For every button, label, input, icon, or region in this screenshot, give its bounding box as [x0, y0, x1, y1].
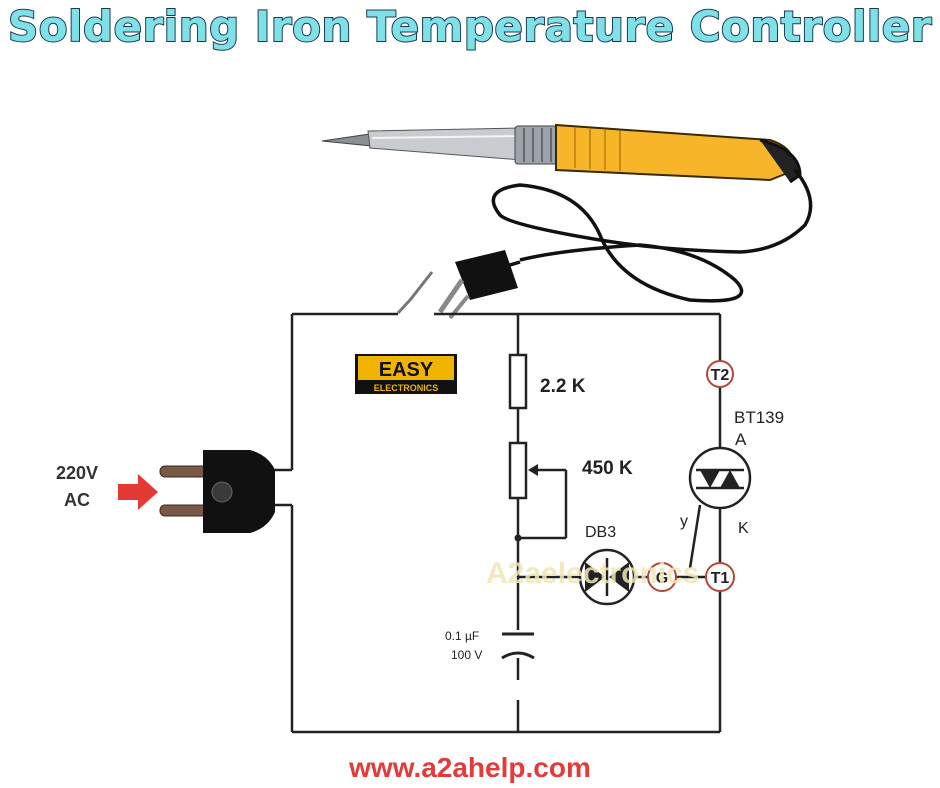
diac-label: DB3	[585, 524, 616, 541]
input-type-label: AC	[64, 490, 90, 510]
input-voltage-label: 220V	[56, 463, 98, 483]
junction-dot	[514, 534, 522, 542]
soldering-iron-icon	[321, 123, 813, 303]
triac-pin-right-label: K	[738, 520, 749, 537]
diac-symbol	[578, 548, 636, 606]
capacitor-voltage-label: 100 V	[451, 648, 482, 662]
input-arrow-icon	[118, 474, 158, 510]
potentiometer-label: 450 K	[582, 458, 633, 479]
circuit-wires	[272, 312, 722, 734]
triac-pin-left-label: y	[680, 513, 688, 530]
logo-line1: EASY	[379, 359, 434, 381]
resistor-label: 2.2 K	[540, 376, 586, 397]
page-title: Soldering Iron Temperature Controller	[7, 1, 932, 52]
terminal-gate-label: G	[656, 570, 668, 587]
top-plug-icon	[396, 250, 518, 320]
terminal-t1: T1	[705, 562, 735, 592]
website-url: www.a2ahelp.com	[349, 752, 591, 783]
input-plug-icon	[159, 450, 275, 533]
resistor-symbol	[508, 353, 528, 410]
capacitor-value-label: 0.1 µF	[445, 629, 479, 643]
triac-symbol	[688, 446, 752, 510]
capacitor-symbol	[501, 632, 535, 660]
terminal-t2: T2	[706, 360, 734, 388]
logo-line2: ELECTRONICS	[374, 383, 439, 393]
easy-electronics-logo: EASY ELECTRONICS	[355, 354, 457, 394]
terminal-gate: G	[647, 562, 677, 592]
potentiometer-symbol	[508, 441, 538, 500]
triac-suffix-label: A	[735, 430, 747, 449]
terminal-t1-label: T1	[711, 570, 730, 587]
watermark-text: A2aelectronics	[486, 557, 699, 590]
terminal-t2-label: T2	[711, 367, 730, 384]
triac-label: BT139	[734, 408, 784, 427]
